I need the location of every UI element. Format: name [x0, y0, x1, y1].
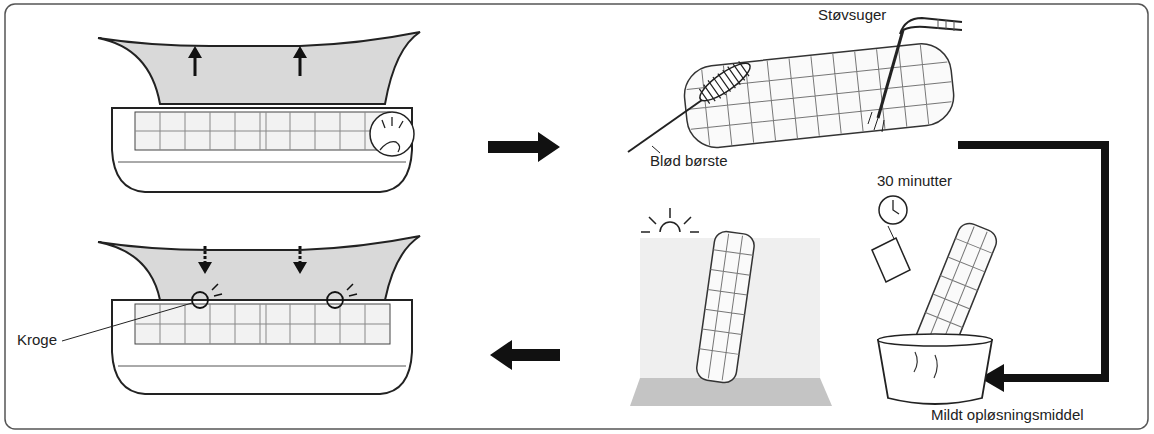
filter-grid [695, 232, 755, 382]
lift-arrow-head [188, 46, 307, 58]
filter-grid [135, 112, 390, 150]
filter-grid [135, 304, 390, 344]
step-arrow [490, 340, 560, 370]
front-cover [98, 32, 420, 104]
brush-handle [628, 100, 702, 152]
leader-line [652, 146, 660, 153]
time-label: 30 minutter [877, 172, 952, 190]
step-arrow [488, 132, 560, 162]
press-arrow-shaft [205, 246, 300, 262]
vacuum-label: Støvsuger [818, 6, 886, 24]
zoom-circle [370, 112, 414, 156]
sun-rays [641, 208, 699, 232]
vacuum-nozzle [878, 30, 903, 118]
filter-clean [682, 41, 957, 151]
filter [695, 230, 755, 384]
leader-line [62, 303, 192, 341]
floor [630, 378, 832, 406]
lift-arrow-shaft [195, 56, 300, 76]
click-marks [212, 284, 357, 296]
soft-brush [694, 56, 756, 108]
bucket [878, 340, 992, 404]
sun [660, 222, 680, 232]
clock-hands [893, 200, 899, 214]
filter-grid [683, 42, 956, 149]
hook-circle [327, 292, 343, 308]
hook-circle [192, 292, 208, 308]
liquid [914, 352, 937, 378]
filter-standing [695, 230, 755, 384]
soaking [872, 196, 1000, 404]
nozzle-bristles [868, 112, 884, 132]
hand-detail [380, 117, 403, 152]
front-cover [98, 236, 420, 300]
brush-head [695, 57, 754, 106]
body-line [118, 366, 406, 367]
vacuum-hose [900, 18, 962, 34]
unit-body [112, 300, 412, 394]
press-arrow-head [198, 262, 307, 274]
filter-lines [135, 112, 390, 150]
hook-label: Kroge [17, 331, 57, 349]
filter [682, 41, 957, 151]
filter-lines [135, 304, 390, 344]
drying [630, 208, 832, 406]
bucket-rim [878, 334, 992, 346]
unit-open [98, 32, 420, 192]
detergent-label: Mildt opløsningsmiddel [931, 406, 1084, 424]
brush-label: Blød børste [650, 152, 728, 170]
frame [5, 4, 1148, 429]
clock [879, 196, 907, 224]
unit-closed [62, 236, 420, 394]
bristles [698, 60, 750, 106]
body-line [118, 162, 406, 163]
hose-ribs [938, 19, 954, 31]
unit-body [112, 108, 412, 192]
bottle [872, 238, 910, 282]
